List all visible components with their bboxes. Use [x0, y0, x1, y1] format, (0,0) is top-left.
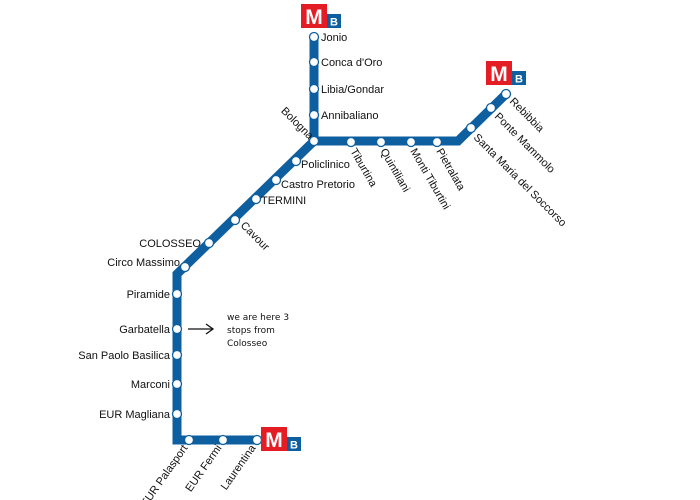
station-labels: Jonio Conca d'Oro Libia/Gondar Annibalia…: [78, 32, 568, 500]
label-libia-gondar: Libia/Gondar: [321, 84, 384, 96]
metro-m-letter: M: [265, 429, 283, 452]
station-santa-maria-del-soccorso[interactable]: [465, 122, 477, 134]
metro-logo-east: M B: [486, 61, 526, 86]
line-b-badge: [512, 71, 526, 85]
note-line-2: stops from: [227, 326, 275, 336]
label-jonio: Jonio: [321, 32, 347, 44]
line-track: [172, 32, 510, 445]
station-rebibbia[interactable]: [500, 88, 512, 100]
metro-m-icon: [486, 61, 512, 85]
station-laurentina[interactable]: [251, 434, 263, 446]
arrow-right-icon: [205, 323, 215, 335]
metro-m-letter: M: [490, 63, 508, 86]
label-cavour: Cavour: [238, 220, 272, 254]
stations: [171, 31, 512, 446]
line-b-badge: [327, 14, 341, 28]
metro-m-letter: M: [305, 6, 323, 29]
label-annibaliano: Annibaliano: [321, 110, 379, 122]
label-castro-pretorio: Castro Pretorio: [281, 179, 355, 191]
label-conca-doro: Conca d'Oro: [321, 57, 382, 69]
line-b-badge: [287, 437, 301, 451]
station-monti-tiburtini[interactable]: [405, 136, 417, 148]
station-cavour[interactable]: [229, 214, 241, 226]
station-piramide[interactable]: [171, 288, 183, 300]
station-san-paolo-basilica[interactable]: [171, 349, 183, 361]
label-garbatella: Garbatella: [119, 324, 171, 336]
metro-m-icon: [261, 427, 287, 451]
label-policlinico: Policlinico: [301, 159, 350, 171]
station-policlinico[interactable]: [290, 155, 302, 167]
station-jonio[interactable]: [308, 31, 320, 43]
station-termini[interactable]: [250, 193, 262, 205]
station-libia-gondar[interactable]: [308, 83, 320, 95]
station-garbatella[interactable]: [171, 323, 183, 335]
station-quintiliani[interactable]: [375, 136, 387, 148]
station-tiburtina[interactable]: [345, 136, 357, 148]
you-are-here-annotation: we are here 3 stops from Colosseo: [188, 313, 289, 349]
station-marconi[interactable]: [171, 378, 183, 390]
station-colosseo[interactable]: [203, 237, 215, 249]
station-annibaliano[interactable]: [308, 109, 320, 121]
station-eur-fermi[interactable]: [217, 434, 229, 446]
metro-m-icon: [301, 4, 327, 28]
station-castro-pretorio[interactable]: [270, 174, 282, 186]
line-b-letter: B: [290, 440, 298, 452]
label-circo-massimo: Circo Massimo: [107, 257, 180, 269]
metro-logo-north: M B: [301, 4, 341, 29]
station-pietralata[interactable]: [431, 136, 443, 148]
label-san-paolo-basilica: San Paolo Basilica: [78, 350, 171, 362]
label-eur-magliana: EUR Magliana: [99, 409, 171, 421]
station-conca-doro[interactable]: [308, 56, 320, 68]
label-colosseo: COLOSSEO: [139, 238, 201, 250]
line-b-letter: B: [330, 17, 338, 29]
label-laurentina: Laurentina: [219, 442, 259, 492]
label-quintiliani: Quintiliani: [377, 147, 412, 195]
label-piramide: Piramide: [127, 289, 170, 301]
station-eur-palasport[interactable]: [183, 434, 195, 446]
label-marconi: Marconi: [131, 379, 170, 391]
note-line-3: Colosseo: [227, 339, 268, 349]
metro-logo-south: M B: [261, 427, 301, 452]
station-eur-magliana[interactable]: [171, 408, 183, 420]
label-termini: TERMINI: [261, 195, 306, 207]
station-circo-massimo[interactable]: [179, 261, 191, 273]
note-line-1: we are here 3: [227, 313, 289, 323]
label-eur-palasport: EUR Palasport: [139, 443, 191, 500]
station-ponte-mammolo[interactable]: [485, 102, 497, 114]
station-bologna[interactable]: [308, 135, 320, 147]
line-b-letter: B: [515, 74, 523, 86]
